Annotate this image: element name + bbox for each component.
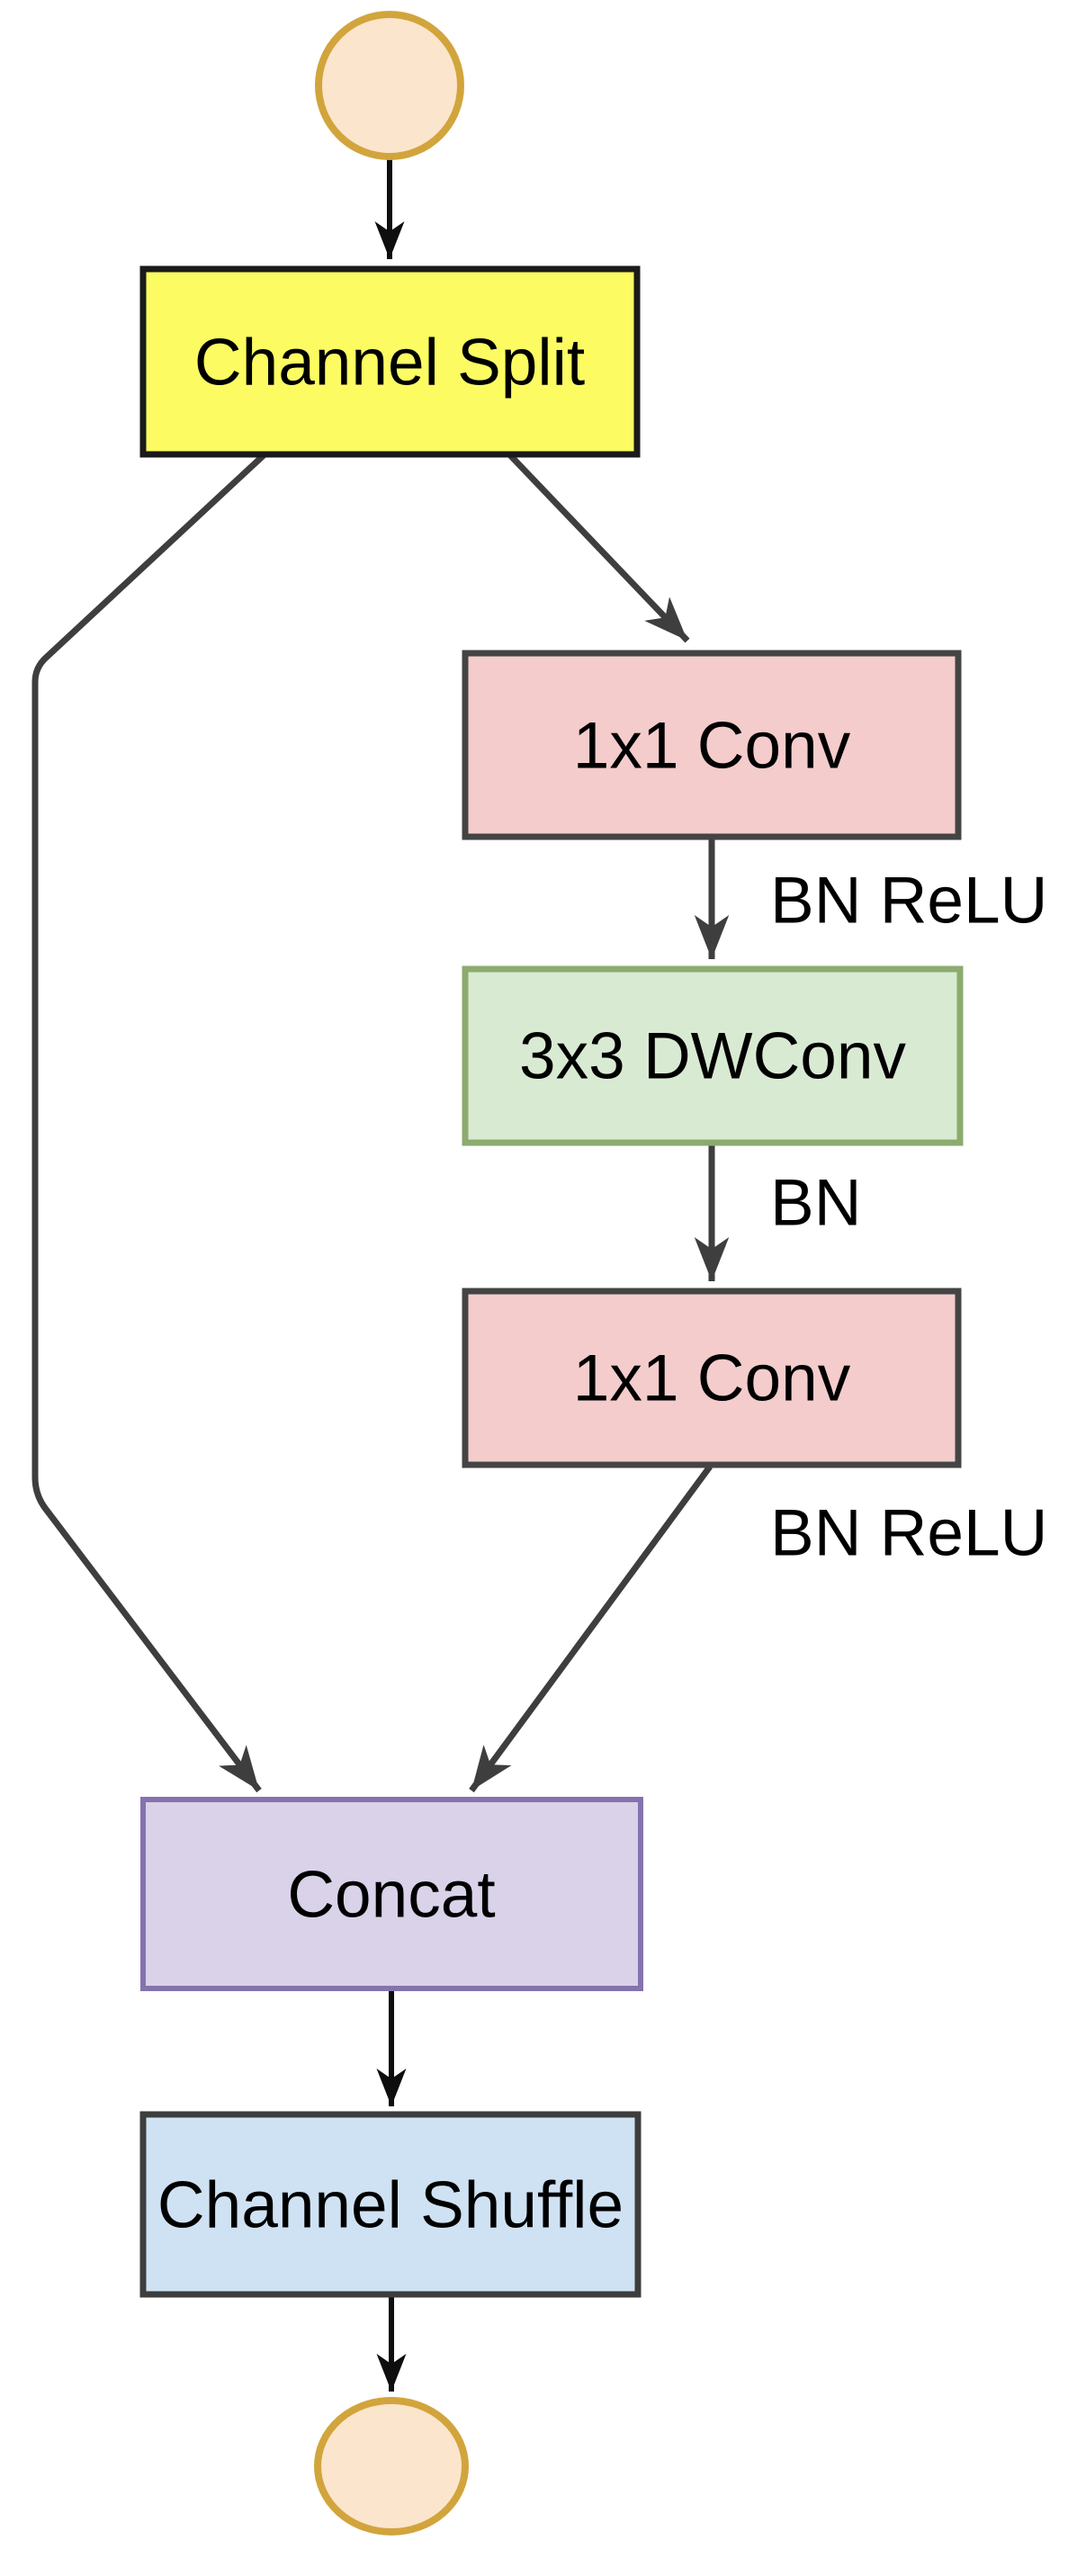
edge-label-bn-relu-1: BN ReLU [770, 865, 1047, 938]
edge-split-to-conv1 [507, 453, 690, 643]
edge-label-bn-relu-2: BN ReLU [770, 1497, 1047, 1570]
input-terminal-circle [315, 11, 464, 160]
node-conv1 [462, 650, 962, 840]
output-terminal-circle [314, 2397, 469, 2536]
edge-conv2-to-concat [469, 1464, 713, 1793]
node-conv1-label: 1x1 Conv [573, 710, 851, 783]
node-conv2 [462, 1288, 962, 1468]
edge-label-bn: BN [770, 1167, 861, 1240]
node-channel-split-label: Channel Split [194, 327, 585, 399]
node-concat [140, 1797, 643, 1991]
node-dwconv-label: 3x3 DWConv [519, 1020, 907, 1093]
node-channel-split [139, 265, 641, 458]
node-conv2-label: 1x1 Conv [573, 1342, 851, 1415]
node-channel-shuffle [139, 2111, 642, 2298]
node-concat-label: Concat [287, 1859, 495, 1932]
node-dwconv [462, 965, 964, 1146]
edge-shortcut-branch [31, 453, 266, 1793]
node-channel-shuffle-label: Channel Shuffle [157, 2169, 624, 2242]
